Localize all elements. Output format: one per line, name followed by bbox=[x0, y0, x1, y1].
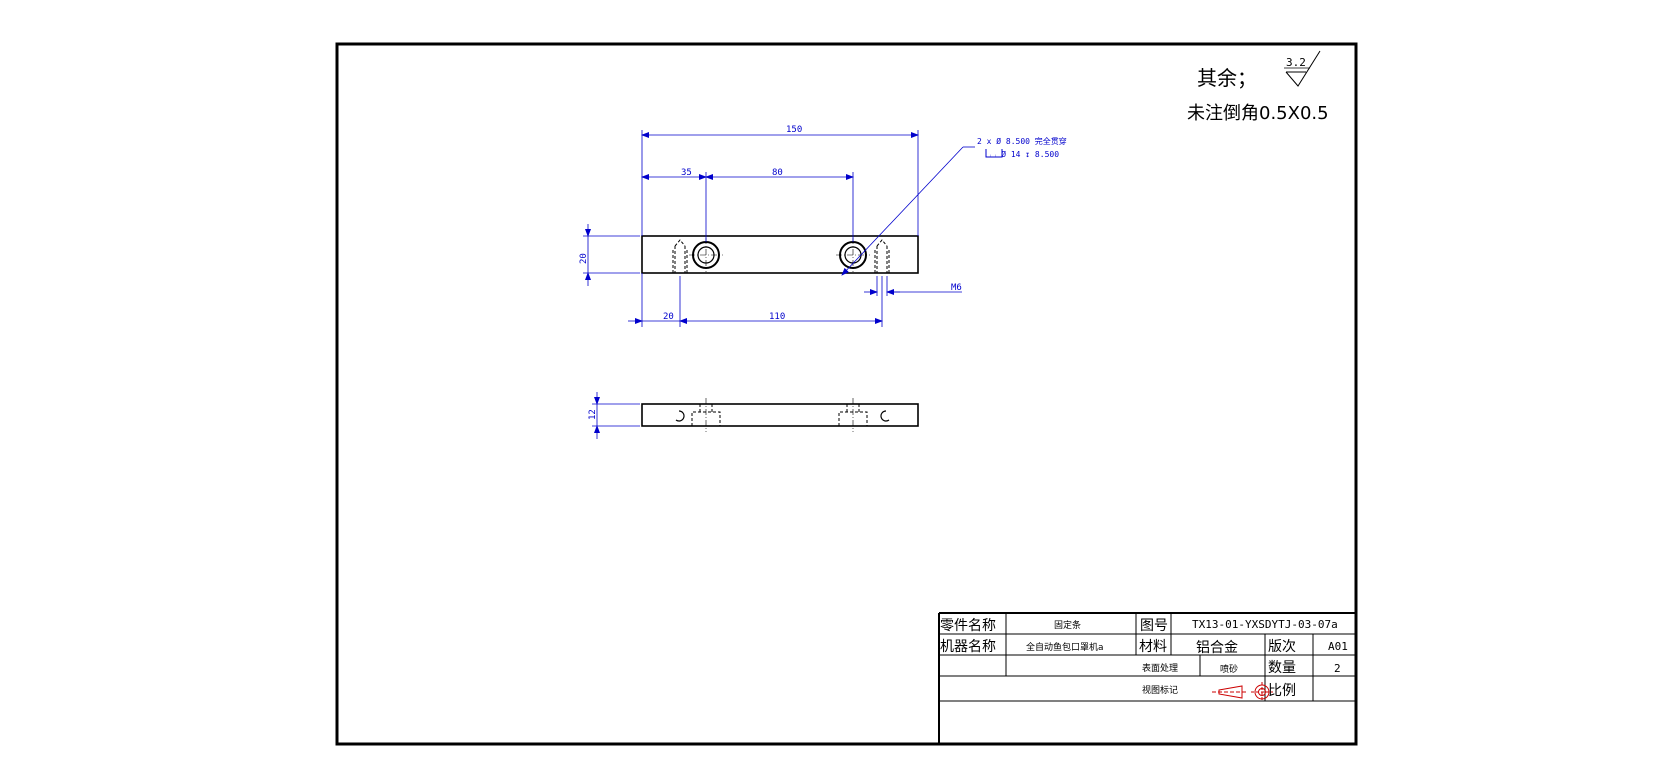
roughness-symbol bbox=[1285, 50, 1321, 87]
value-qty: 2 bbox=[1334, 662, 1341, 675]
hole-callout-line1: 2 x Ø 8.500 完全贯穿 bbox=[977, 136, 1067, 146]
top-center-lines bbox=[705, 398, 854, 432]
dimension-lines bbox=[583, 130, 975, 327]
dim-20-height: 20 bbox=[579, 253, 589, 264]
bar-top-outline bbox=[641, 403, 919, 427]
dim-35: 35 bbox=[681, 168, 692, 178]
dim-150: 150 bbox=[786, 125, 802, 135]
roughness-value: 3.2 bbox=[1286, 56, 1306, 69]
value-machine: 全自动鱼包口罩机a bbox=[1026, 641, 1104, 653]
value-drawing-no: TX13-01-YXSDYTJ-03-07a bbox=[1192, 618, 1338, 631]
label-version: 版次 bbox=[1268, 639, 1296, 655]
dim-m6: M6 bbox=[951, 283, 962, 293]
projection-symbol bbox=[1212, 682, 1273, 702]
title-block: 零件名称 固定条 图号 TX13-01-YXSDYTJ-03-07a 机器名称 … bbox=[938, 612, 1356, 744]
label-scale: 比例 bbox=[1268, 683, 1296, 699]
value-surface: 喷砂 bbox=[1220, 663, 1238, 675]
counterbore-symbol bbox=[985, 149, 1003, 158]
tapped-hole-right bbox=[874, 239, 890, 273]
hole-callout-line2: ⌴ Ø 14 ↧ 8.500 bbox=[990, 149, 1059, 159]
label-qty: 数量 bbox=[1268, 660, 1296, 676]
thickness-dimension bbox=[592, 392, 640, 439]
note-qiyu: 其余； bbox=[1197, 66, 1257, 90]
label-machine: 机器名称 bbox=[940, 639, 996, 655]
dim-12: 12 bbox=[588, 409, 598, 420]
tapped-hole-left bbox=[672, 239, 688, 273]
value-part-name: 固定条 bbox=[1054, 619, 1081, 631]
note-chamfer: 未注倒角0.5X0.5 bbox=[1187, 103, 1329, 124]
center-lines bbox=[689, 238, 870, 272]
label-part-name: 零件名称 bbox=[940, 618, 996, 634]
tapped-hole-ends bbox=[675, 410, 890, 422]
label-drawing-no: 图号 bbox=[1140, 618, 1168, 634]
dim-110: 110 bbox=[769, 312, 785, 322]
sheet-border bbox=[335, 42, 1358, 746]
dim-80: 80 bbox=[772, 168, 783, 178]
label-surface: 表面处理 bbox=[1142, 662, 1178, 674]
front-view: 150 35 80 20 20 110 M6 2 x Ø 8.500 完全贯穿 … bbox=[579, 125, 1067, 327]
label-material: 材料 bbox=[1139, 639, 1167, 655]
dim-20-bottom: 20 bbox=[663, 312, 674, 322]
label-view: 视图标记 bbox=[1142, 684, 1178, 696]
top-view: 12 bbox=[588, 392, 919, 439]
value-material: 铝合金 bbox=[1196, 640, 1238, 656]
hidden-counterbores bbox=[691, 404, 868, 426]
value-version: A01 bbox=[1328, 640, 1348, 653]
bar-outline bbox=[641, 235, 919, 274]
